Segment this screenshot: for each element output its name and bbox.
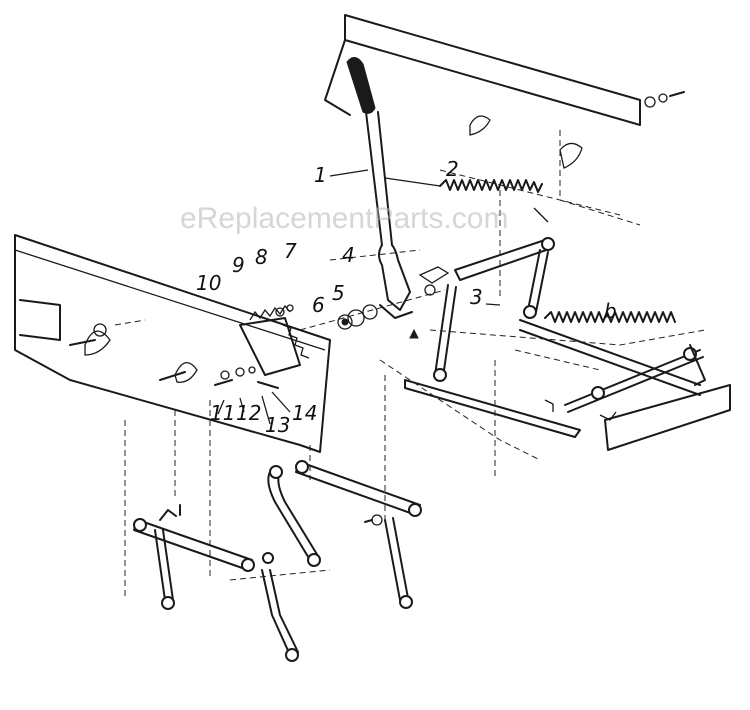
washer-stack (299, 249, 446, 331)
callout-11: 11 (210, 401, 235, 425)
callout-3: 3 (470, 285, 483, 309)
callout-5: 5 (332, 281, 345, 305)
callout-labels: 1 2 3 4 5 6 7 8 9 10 11 12 13 14 b (196, 157, 617, 437)
callout-10: 10 (196, 271, 221, 295)
watermark-text: eReplacementParts.com (180, 202, 508, 235)
callout-12: 12 (236, 401, 261, 425)
callout-4: 4 (342, 243, 355, 267)
callout-1: 1 (314, 163, 327, 187)
left-side-plate (14, 234, 331, 453)
lift-linkage (404, 237, 581, 438)
callout-14: 14 (292, 401, 317, 425)
lower-right-frame (379, 359, 731, 461)
projection-lines (124, 360, 496, 600)
callout-13: 13 (265, 413, 290, 437)
callout-6: 6 (312, 293, 325, 317)
leader-lines (217, 169, 501, 425)
callout-7: 7 (284, 239, 297, 263)
lift-spring (384, 177, 549, 223)
rear-shaft-assembly (429, 311, 706, 421)
callout-8: 8 (255, 245, 268, 269)
lower-links (133, 460, 422, 662)
callout-b: b (604, 299, 617, 323)
upper-panel (324, 14, 685, 300)
callout-9: 9 (232, 253, 245, 277)
lift-handle (346, 57, 413, 319)
callout-2: 2 (446, 157, 459, 181)
